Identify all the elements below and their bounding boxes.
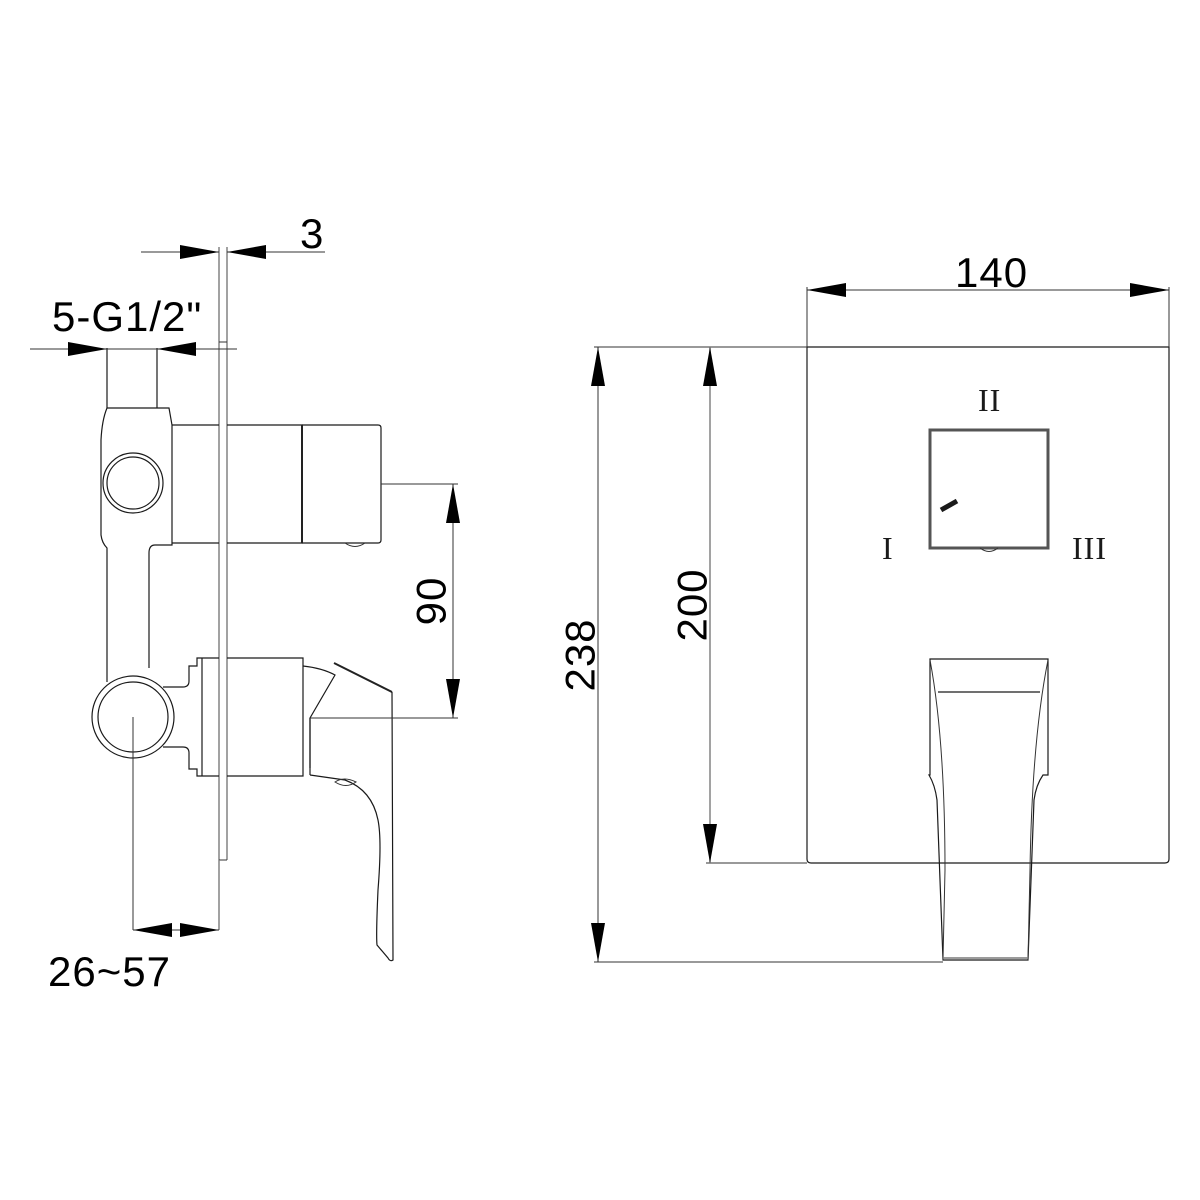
dim-install-depth: 26~57	[48, 948, 171, 995]
diverter-knob-square	[928, 428, 1050, 550]
position-label-II: II	[978, 382, 1002, 418]
dim-arrow	[446, 484, 460, 523]
inlet-stub	[106, 348, 158, 408]
dim-arrow	[180, 923, 219, 937]
dim-arrow	[807, 283, 846, 297]
lever-handle	[309, 691, 394, 962]
dim-plate-height: 200	[668, 568, 716, 642]
dim-plate-thickness: 3	[300, 210, 325, 257]
position-label-I: I	[882, 530, 894, 566]
dim-arrow	[446, 679, 460, 718]
upper-port-outer	[102, 452, 164, 514]
dim-thread-spec: 5-G1/2"	[52, 293, 203, 340]
front-view	[806, 346, 1170, 961]
dim-arrow	[157, 342, 196, 356]
diverter-sleeve	[227, 424, 303, 544]
dim-arrow	[133, 923, 172, 937]
dim-total-height: 238	[556, 618, 604, 692]
position-label-III: III	[1072, 530, 1107, 566]
diverter-indicator-icon	[939, 498, 959, 513]
dim-arrow	[591, 347, 605, 386]
upper-port-inner	[106, 456, 160, 510]
side-view	[91, 247, 394, 962]
dim-arrow	[591, 923, 605, 962]
dim-handle-spacing: 90	[407, 576, 455, 626]
cover-plate	[806, 346, 1170, 864]
dim-arrow	[1130, 283, 1169, 297]
dim-arrow	[703, 824, 717, 863]
lever-handle-front	[927, 658, 1049, 961]
dim-plate-width: 140	[955, 249, 1029, 296]
diverter-knob	[302, 424, 382, 544]
dim-arrow	[68, 342, 107, 356]
dim-arrow	[227, 245, 266, 259]
side-view-dimensions	[30, 245, 460, 937]
dim-arrow	[180, 245, 219, 259]
upper-body	[107, 407, 173, 668]
dim-arrow	[703, 347, 717, 386]
cartridge-housing	[227, 657, 304, 777]
front-view-dimensions	[591, 283, 1170, 963]
